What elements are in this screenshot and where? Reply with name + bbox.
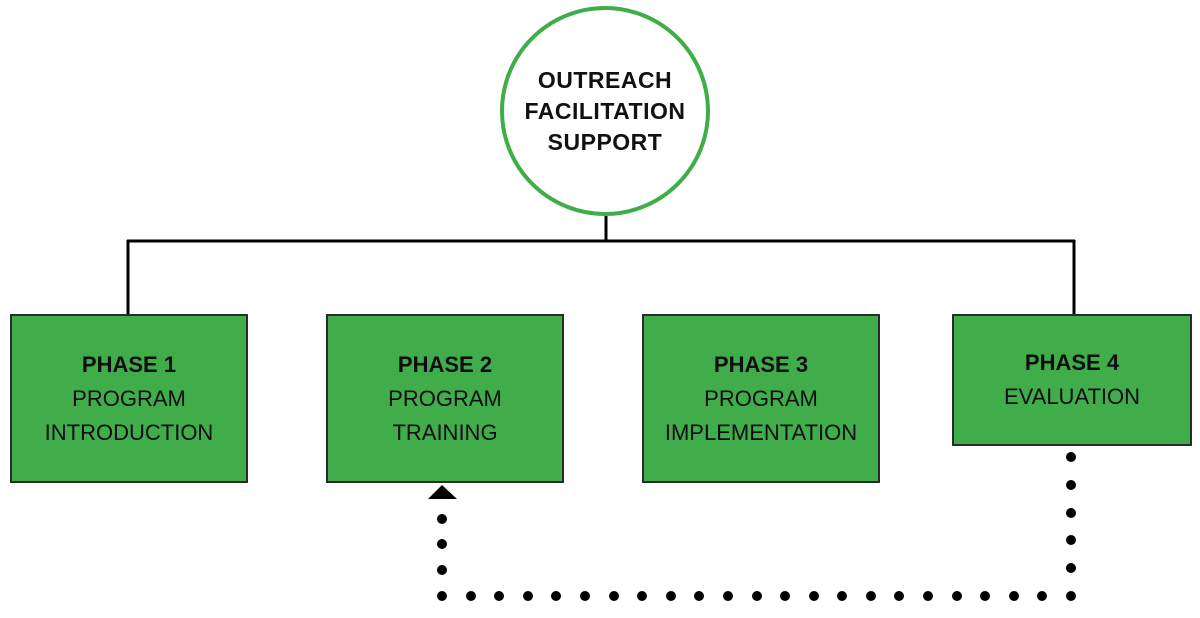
feedback-dot [523,591,533,601]
feedback-dot [494,591,504,601]
feedback-dot [809,591,819,601]
phase-2-line-2: TRAINING [392,419,498,445]
phase-1-line-1: PROGRAM [72,385,186,411]
outreach-hub-circle: OUTREACH FACILITATION SUPPORT [500,6,710,216]
phase-1-title: PHASE 1 [81,351,177,377]
feedback-dot [1066,452,1076,462]
hub-line-2: FACILITATION [524,97,686,124]
feedback-dot [1037,591,1047,601]
phase-3-box: PHASE 3 PROGRAM IMPLEMENTATION [642,314,880,483]
phase-4-title: PHASE 4 [1024,350,1120,375]
feedback-loop-dots [437,452,1076,601]
feedback-dot [1066,480,1076,490]
feedback-arrowhead-icon [428,485,457,499]
feedback-dot [437,565,447,575]
feedback-dot [1009,591,1019,601]
feedback-dot [694,591,704,601]
phase-1-line-2: INTRODUCTION [44,419,214,445]
feedback-dot [837,591,847,601]
feedback-dot [437,591,447,601]
hub-line-1: OUTREACH [537,66,673,93]
feedback-dot [752,591,762,601]
phase-2-title: PHASE 2 [397,351,493,377]
feedback-dot [980,591,990,601]
feedback-dot [780,591,790,601]
feedback-dot [894,591,904,601]
feedback-dot [666,591,676,601]
feedback-dot [952,591,962,601]
phase-2-line-1: PROGRAM [388,385,502,411]
phase-3-title: PHASE 3 [713,351,809,377]
feedback-dot [609,591,619,601]
hub-line-3: SUPPORT [547,128,663,155]
feedback-dot [1066,535,1076,545]
feedback-dot [437,539,447,549]
feedback-dot [437,514,447,524]
feedback-dot [723,591,733,601]
phase-4-line-1: EVALUATION [1003,384,1141,409]
phase-3-line-1: PROGRAM [704,385,818,411]
feedback-dot [1066,591,1076,601]
phase-1-box: PHASE 1 PROGRAM INTRODUCTION [10,314,248,483]
feedback-dot [551,591,561,601]
phase-4-box: PHASE 4 EVALUATION [952,314,1192,446]
feedback-dot [866,591,876,601]
feedback-dot [1066,563,1076,573]
feedback-dot [580,591,590,601]
tree-connectors [126,216,1076,315]
phase-3-line-2: IMPLEMENTATION [664,419,858,445]
feedback-dot [637,591,647,601]
phase-2-box: PHASE 2 PROGRAM TRAINING [326,314,564,483]
feedback-dot [1066,508,1076,518]
feedback-dot [923,591,933,601]
feedback-dot [466,591,476,601]
